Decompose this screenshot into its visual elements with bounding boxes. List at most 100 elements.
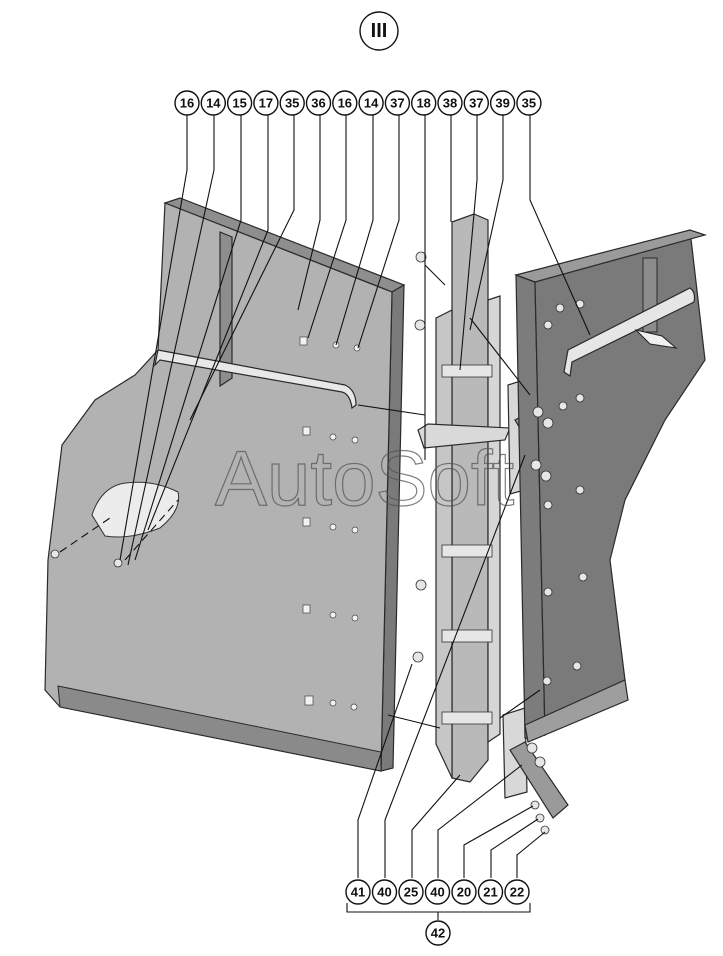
nut bbox=[555, 303, 565, 313]
leader-line bbox=[387, 714, 441, 729]
nut bbox=[543, 500, 553, 510]
left-panel-holes bbox=[50, 336, 361, 711]
leader-line bbox=[335, 115, 374, 346]
rail-front bbox=[435, 309, 453, 779]
leader-line bbox=[357, 404, 426, 416]
hole bbox=[302, 517, 311, 527]
assembly-callout-circle bbox=[425, 920, 451, 946]
left-panel bbox=[44, 197, 406, 772]
clamp bbox=[441, 629, 493, 643]
callout-circle bbox=[489, 90, 516, 116]
callout-circle bbox=[451, 879, 477, 905]
leader-line bbox=[437, 764, 523, 878]
hole bbox=[350, 703, 358, 711]
leader-line bbox=[516, 831, 546, 878]
callout-label: 15 bbox=[232, 96, 246, 111]
callout-circle bbox=[411, 90, 437, 116]
callout-label: 25 bbox=[404, 885, 418, 900]
watermark: AutoSoft bbox=[215, 434, 515, 522]
leader-line bbox=[469, 115, 504, 331]
callout-circle bbox=[437, 90, 463, 116]
bolt-head bbox=[412, 651, 424, 663]
leader-line bbox=[424, 264, 446, 286]
callout-label: 37 bbox=[469, 96, 483, 111]
leader-line bbox=[459, 115, 478, 371]
left-panel-rib bbox=[219, 231, 233, 388]
leader-line bbox=[357, 115, 400, 349]
callout-circle bbox=[371, 879, 398, 905]
nut bbox=[575, 485, 585, 495]
bolt-head bbox=[415, 251, 427, 263]
callout-circle bbox=[463, 90, 489, 116]
callout-label: 16 bbox=[338, 96, 352, 111]
left-panel-handle bbox=[154, 349, 357, 410]
section-marker: III bbox=[359, 11, 399, 51]
hole bbox=[351, 526, 359, 534]
callout-circle bbox=[305, 90, 332, 116]
nut bbox=[534, 756, 546, 768]
hole bbox=[302, 426, 311, 436]
nut bbox=[542, 417, 554, 429]
nut bbox=[543, 587, 553, 597]
right-panel bbox=[513, 229, 708, 835]
callout-circle bbox=[279, 90, 305, 116]
callout-circle bbox=[384, 90, 411, 116]
leader-line bbox=[499, 689, 541, 719]
right-panel-handle bbox=[563, 287, 696, 378]
callout-label: 14 bbox=[364, 96, 379, 111]
right-panel-top-edge bbox=[513, 229, 708, 283]
leader-line bbox=[411, 774, 461, 878]
callout-label: 38 bbox=[443, 96, 457, 111]
nut bbox=[575, 393, 585, 403]
callout-label: 14 bbox=[206, 96, 221, 111]
callout-label: 17 bbox=[259, 96, 273, 111]
hole bbox=[329, 523, 337, 531]
nut bbox=[540, 470, 552, 482]
hole bbox=[299, 336, 308, 346]
clamp bbox=[441, 364, 493, 378]
callout-label: 16 bbox=[180, 96, 194, 111]
rail-tube bbox=[417, 423, 511, 449]
callout-circle bbox=[358, 90, 384, 116]
callout-circle bbox=[424, 879, 451, 905]
assembly-callout: 42 bbox=[425, 920, 451, 946]
right-panel-bottom-strip bbox=[524, 679, 629, 743]
callout-circle bbox=[200, 90, 227, 116]
callout-circle bbox=[226, 90, 253, 116]
callout-circle bbox=[174, 90, 200, 116]
section-marker-circle bbox=[359, 11, 399, 51]
nut bbox=[526, 742, 538, 754]
nut bbox=[540, 825, 550, 835]
callout-circle bbox=[345, 879, 371, 905]
leader-line bbox=[127, 115, 215, 566]
hole bbox=[329, 699, 337, 707]
leader-line bbox=[463, 805, 534, 878]
callout-label: 21 bbox=[483, 885, 497, 900]
assembly-bracket bbox=[346, 903, 531, 920]
callout-circle bbox=[398, 879, 424, 905]
callout-label: 35 bbox=[285, 96, 299, 111]
nut bbox=[530, 800, 540, 810]
hole bbox=[351, 436, 359, 444]
hole bbox=[329, 611, 337, 619]
callout-label: 20 bbox=[457, 885, 471, 900]
right-panel-nuts bbox=[526, 299, 588, 835]
bolt-head bbox=[414, 319, 426, 331]
callout-label: 41 bbox=[351, 885, 365, 900]
hole bbox=[351, 614, 359, 622]
hole bbox=[304, 695, 314, 706]
hinge-arm-lower bbox=[509, 741, 569, 819]
leader-line bbox=[189, 115, 295, 421]
leader-line bbox=[357, 663, 413, 878]
leader-line bbox=[529, 115, 591, 336]
leader-line bbox=[297, 115, 321, 311]
leader-lines bbox=[119, 115, 591, 920]
leader-line bbox=[469, 317, 531, 396]
leader-line bbox=[384, 454, 526, 878]
nut bbox=[542, 676, 552, 686]
callout-label: 39 bbox=[495, 96, 509, 111]
nut bbox=[578, 572, 588, 582]
